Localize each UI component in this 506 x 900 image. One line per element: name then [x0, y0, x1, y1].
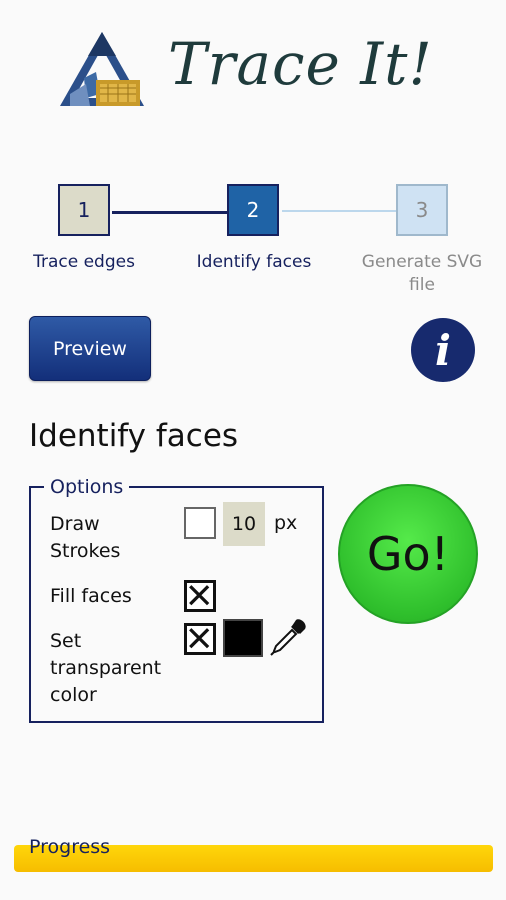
set-transparent-checkbox[interactable] [184, 623, 216, 655]
set-transparent-label: Set transparent color [50, 630, 162, 706]
step-1-label: Trace edges [33, 252, 135, 272]
go-button[interactable]: Go! [338, 484, 478, 624]
step-2-label: Identify faces [196, 252, 312, 272]
step-connector-pending [282, 210, 396, 212]
eyedropper-icon[interactable] [270, 618, 308, 656]
progress-fill [14, 845, 493, 872]
step-3-label: Generate SVG file [361, 252, 483, 295]
stroke-width-unit: px [274, 512, 298, 534]
step-connector-done [112, 211, 228, 214]
transparent-color-swatch[interactable] [223, 619, 263, 657]
fill-faces-label: Fill faces [50, 585, 132, 607]
progress-label: Progress [29, 836, 111, 858]
step-2-box[interactable]: 2 [227, 184, 279, 236]
options-group [29, 486, 324, 723]
draw-strokes-label: Draw Strokes [50, 513, 121, 562]
progress-bar [14, 845, 493, 872]
logo-icon [60, 32, 144, 106]
info-icon[interactable]: i [411, 318, 475, 382]
stroke-width-input[interactable]: 10 [223, 502, 265, 546]
options-legend: Options [44, 475, 130, 499]
app-title: Trace It! [168, 30, 433, 98]
fill-faces-checkbox[interactable] [184, 580, 216, 612]
step-3-box[interactable]: 3 [396, 184, 448, 236]
section-title: Identify faces [29, 418, 239, 454]
preview-button[interactable]: Preview [29, 316, 151, 381]
step-1-box[interactable]: 1 [58, 184, 110, 236]
draw-strokes-checkbox[interactable] [184, 507, 216, 539]
